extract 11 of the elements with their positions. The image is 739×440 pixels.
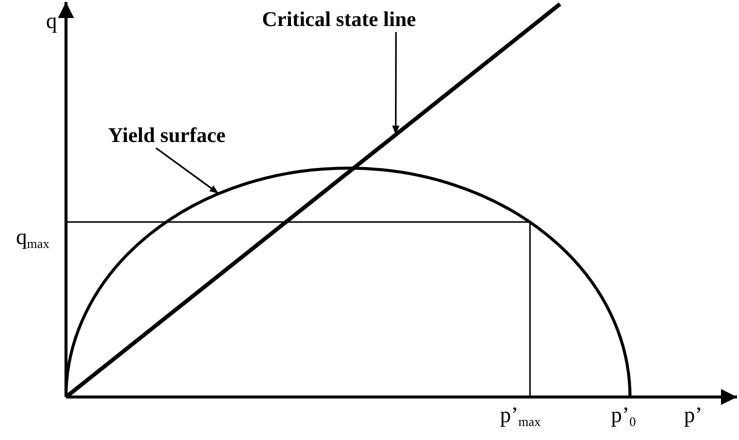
callout-text: Critical state line xyxy=(262,6,416,32)
axis-label: q xyxy=(46,8,57,34)
callout-text: Yield surface xyxy=(108,122,226,148)
tick-label: q$_{max}$ xyxy=(16,224,50,253)
axis-label: p’ xyxy=(684,402,702,428)
yield-curve xyxy=(64,166,632,398)
leader-line xyxy=(392,32,400,135)
tick-label: p’$_{0}$ xyxy=(611,402,636,431)
critical-state-line xyxy=(64,2,562,399)
leader-line xyxy=(156,147,220,194)
tick-label: p’$_{max}$ xyxy=(500,402,541,431)
